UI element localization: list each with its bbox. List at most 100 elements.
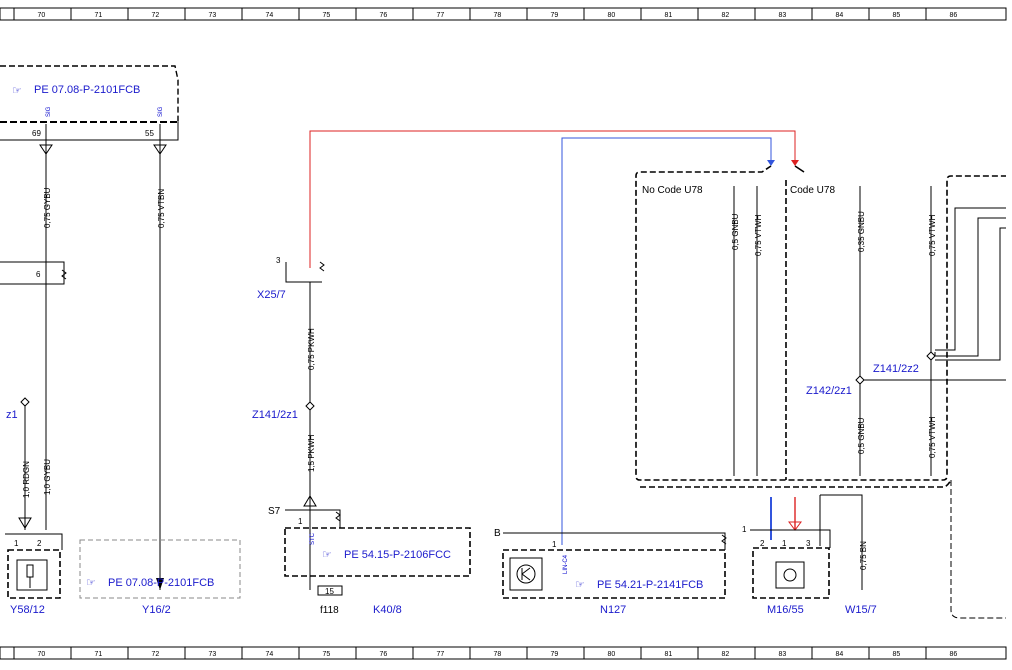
label-n127[interactable]: N127 <box>600 604 626 616</box>
stc-tag: STC <box>310 532 316 545</box>
label-z142-2z1[interactable]: Z142/2z1 <box>806 385 852 397</box>
wire-red <box>309 130 802 531</box>
ref-n127[interactable]: PE 54.21-P-2141FCB <box>597 579 703 591</box>
pin-55: 55 <box>145 129 154 138</box>
module-pe0708-top: ☞ PE 07.08-P-2101FCB 69 55 SIG SIG <box>0 65 179 141</box>
grid-label: 85 <box>893 12 901 19</box>
component-m16-55: 2 1 3 1 M16/55 0,75 BN W15/7 <box>742 494 877 616</box>
connector-x25-7: 3 X25/7 0,75 PKWH Z141/2z1 1,5 PKWH <box>252 256 325 590</box>
wire-label-w1: 0,75 GYBU <box>43 187 52 228</box>
top-grid-bar: 70 71 72 73 74 75 76 77 78 79 80 81 82 83 84 85 86 <box>0 7 1007 21</box>
wire-label-w8: 0,75 VTWH <box>754 214 763 256</box>
grid-label: 86 <box>950 651 958 658</box>
grid-label: 75 <box>323 12 331 19</box>
code-u78: Code U78 <box>790 185 835 196</box>
grid-label: 78 <box>494 12 502 19</box>
grid-label: 72 <box>152 651 160 658</box>
label-y58-12[interactable]: Y58/12 <box>10 604 45 616</box>
grid-label: 81 <box>665 12 673 19</box>
wire-label-w13: 0,75 BN <box>859 541 868 570</box>
svg-text:B: B <box>494 528 501 539</box>
wire-label-w2: 0,75 VTBN <box>157 189 166 228</box>
svg-text:z1[interactable]: z1 <box>6 409 18 421</box>
label-w15-7[interactable]: W15/7 <box>845 604 877 616</box>
svg-text:1: 1 <box>298 517 303 526</box>
grid-label: 79 <box>551 651 559 658</box>
grid-label: 86 <box>950 12 958 19</box>
label-f118[interactable]: f118 <box>320 605 339 616</box>
grid-label: 72 <box>152 12 160 19</box>
ref-book-icon: ☞ <box>86 577 96 589</box>
grid-label: 77 <box>437 12 445 19</box>
label-m16-55[interactable]: M16/55 <box>767 604 804 616</box>
wire-label-w5: 0,75 PKWH <box>307 328 316 370</box>
svg-text:3: 3 <box>276 256 281 265</box>
grid-label: 84 <box>836 12 844 19</box>
ref-book-icon: ☞ <box>575 579 585 591</box>
wire-label-w4: 1,0 GYBU <box>43 459 52 495</box>
grid-label: 84 <box>836 651 844 658</box>
wire-blue: LIN-C4 <box>561 137 775 574</box>
svg-text:1: 1 <box>14 539 19 548</box>
svg-text:1: 1 <box>552 540 557 549</box>
grid-label: 76 <box>380 651 388 658</box>
grid-label: 71 <box>95 12 103 19</box>
sig-tag-1: SIG <box>46 106 52 117</box>
grid-label: 82 <box>722 12 730 19</box>
svg-text:6: 6 <box>36 270 41 279</box>
grid-label: 79 <box>551 12 559 19</box>
sig-tag-2: SIG <box>158 106 164 117</box>
svg-text:2: 2 <box>37 539 42 548</box>
grid-label: 73 <box>209 651 217 658</box>
svg-text:S7: S7 <box>268 506 281 517</box>
wire-label-w11: 0,5 GNBU <box>857 417 866 454</box>
svg-text:3: 3 <box>806 539 811 548</box>
label-z141-2z1[interactable]: Z141/2z1 <box>252 409 298 421</box>
wire-label-w7: 0,5 GNBU <box>731 213 740 250</box>
wire-69: 0,75 GYBU 1,0 GYBU <box>39 124 53 530</box>
grid-label: 70 <box>38 651 46 658</box>
grid-label: 74 <box>266 12 274 19</box>
component-y58-12: 1 2 Y58/12 <box>5 517 63 616</box>
grid-label: 74 <box>266 651 274 658</box>
ref-book-icon: ☞ <box>12 85 22 97</box>
grid-label: 75 <box>323 651 331 658</box>
grid-label: 71 <box>95 651 103 658</box>
splice-z1-left: z1 1,0 RDGN <box>6 397 31 530</box>
svg-text:2: 2 <box>760 539 765 548</box>
grid-label: 85 <box>893 651 901 658</box>
wire-label-w10: 0,75 VTWH <box>928 214 937 256</box>
wire-label-w6: 1,5 PKWH <box>307 434 316 472</box>
grid-label: 78 <box>494 651 502 658</box>
lin-tag: LIN-C4 <box>563 554 569 574</box>
wire-label-w3: 1,0 RDGN <box>22 461 31 498</box>
svg-text:1: 1 <box>742 525 747 534</box>
grid-label: 76 <box>380 12 388 19</box>
label-y16-2[interactable]: Y16/2 <box>142 604 171 616</box>
code-u78-frame: No Code U78 Code U78 0,5 GNBU 0,75 VTWH … <box>635 165 1006 619</box>
wire-55: 0,75 VTBN <box>153 124 167 590</box>
grid-label: 80 <box>608 12 616 19</box>
no-code-u78: No Code U78 <box>642 185 703 196</box>
grid-label: 80 <box>608 651 616 658</box>
grid-label: 73 <box>209 12 217 19</box>
ref-k40[interactable]: PE 54.15-P-2106FCC <box>344 549 451 561</box>
ref-top-left[interactable]: PE 07.08-P-2101FCB <box>34 84 140 96</box>
grid-label: 83 <box>779 651 787 658</box>
ref-y16[interactable]: PE 07.08-P-2101FCB <box>108 577 214 589</box>
label-k40-8[interactable]: K40/8 <box>373 604 402 616</box>
ref-book-icon: ☞ <box>322 549 332 561</box>
wire-label-w9: 0,35 GNBU <box>857 211 866 252</box>
grid-label: 81 <box>665 651 673 658</box>
fuse-value: 15 <box>325 587 334 596</box>
pin-69: 69 <box>32 129 41 138</box>
svg-text:1: 1 <box>782 539 787 548</box>
grid-label: 83 <box>779 12 787 19</box>
wire-label-w12: 0,75 VTWH <box>928 416 937 458</box>
grid-label: 70 <box>38 12 46 19</box>
label-z141-2z2[interactable]: Z141/2z2 <box>873 363 919 375</box>
component-y16-2: ☞ PE 07.08-P-2101FCB Y16/2 <box>79 539 241 616</box>
label-x25-7[interactable]: X25/7 <box>257 289 286 301</box>
